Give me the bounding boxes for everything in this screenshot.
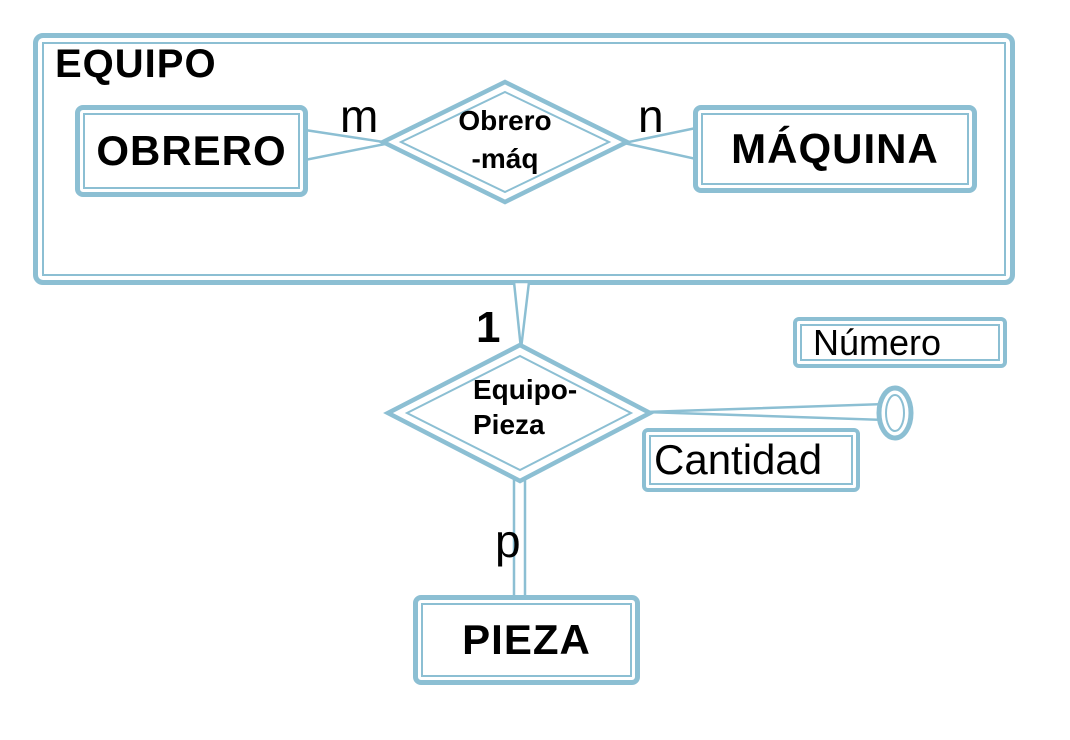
- entity-maquina-box: MÁQUINA: [693, 105, 977, 193]
- entity-pieza-box: PIEZA: [413, 595, 640, 685]
- relationship-equipo-pieza-label-line2: Pieza: [473, 409, 545, 440]
- aggregation-equipo-inner-border: [42, 42, 1006, 276]
- attribute-cantidad-box: Cantidad: [642, 428, 860, 492]
- entity-obrero-box: OBRERO: [75, 105, 308, 197]
- entity-maquina-label: MÁQUINA: [731, 125, 939, 172]
- connector-equipo-pieza-to-attribute-oval: [644, 402, 887, 422]
- relationship-obrero-maq-label: Obrero -máq: [425, 102, 585, 178]
- entity-obrero-label: OBRERO: [96, 127, 287, 174]
- attribute-oval-inner: [885, 394, 905, 432]
- attribute-cantidad-label: Cantidad: [654, 436, 823, 483]
- relationship-obrero-maq-label-line2: -máq: [471, 143, 539, 174]
- aggregation-equipo-label: EQUIPO: [55, 42, 217, 86]
- relationship-obrero-maq-label-line1: Obrero: [458, 105, 552, 136]
- cardinality-p-label: p: [495, 515, 521, 567]
- relationship-equipo-pieza-diamond-inner: [404, 354, 634, 472]
- connector-equipo-to-equipo-pieza: [512, 280, 531, 350]
- cardinality-1-label: 1: [476, 303, 501, 352]
- entity-pieza-label: PIEZA: [462, 616, 591, 663]
- attribute-numero-box: Número: [793, 317, 1007, 368]
- relationship-obrero-maq-diamond-inner: [398, 90, 612, 194]
- relationship-equipo-pieza-label: Equipo- Pieza: [473, 372, 577, 442]
- cardinality-n-label: n: [638, 90, 664, 142]
- relationship-equipo-pieza-label-line1: Equipo-: [473, 374, 578, 405]
- attribute-numero-label: Número: [813, 321, 942, 363]
- cardinality-m-label: m: [340, 90, 379, 142]
